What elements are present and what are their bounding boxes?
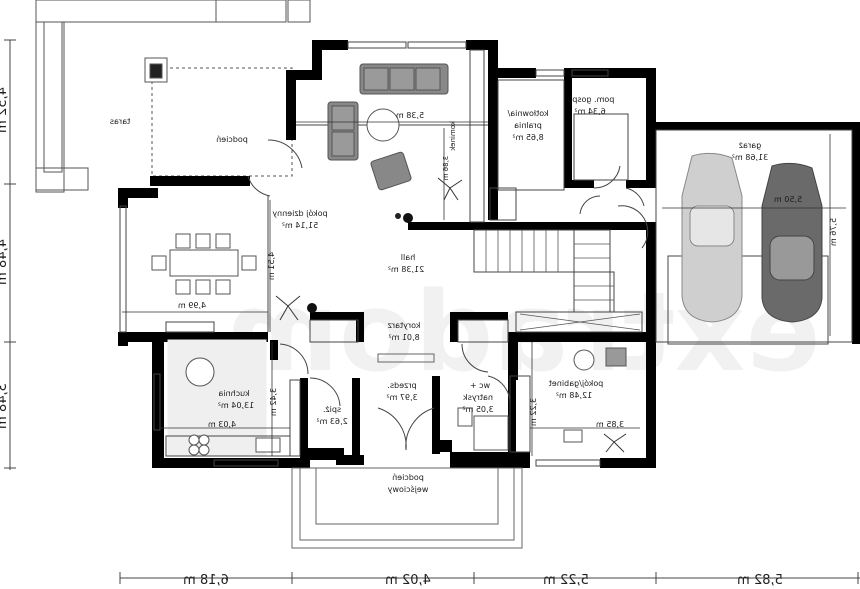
label-pokoj-gabinet-area: 12,48 m² xyxy=(556,391,592,400)
label-pokoj-gabinet: pokój/gabinet xyxy=(549,378,604,388)
car-dark xyxy=(761,162,823,323)
label-wc: wc + xyxy=(470,381,490,390)
dim-bottom-4: 5,82 m xyxy=(737,573,783,588)
dim-bottom-3: 5,22 m xyxy=(543,573,589,588)
label-pokoj-dzienny-area: 51,14 m² xyxy=(282,221,318,230)
label-dim-550: 5,50 m xyxy=(774,195,802,204)
label-dim-322: 3,22 m xyxy=(529,398,538,426)
label-podcien-wej-2: wejściowy xyxy=(387,484,428,494)
label-kominek: kominek xyxy=(449,121,457,152)
label-kuchnia: kuchnia xyxy=(218,389,249,398)
dim-left-2: 4,48 m xyxy=(0,239,10,285)
label-kuchnia-area: 13,04 m² xyxy=(218,401,254,410)
door-swings xyxy=(247,139,649,451)
label-kotlownia-1: kotłownia/ xyxy=(507,109,548,118)
label-pom-gosp-area: 6,34 m² xyxy=(574,107,605,116)
column-dot xyxy=(395,213,401,219)
label-hall: hall xyxy=(401,253,415,262)
car-white xyxy=(681,152,743,323)
label-garaz-area: 31,68 m² xyxy=(732,153,768,162)
plant xyxy=(275,177,627,453)
dim-bottom-1: 6,18 m xyxy=(183,573,229,588)
walls xyxy=(118,40,860,468)
label-spiz: spiż. xyxy=(323,405,341,414)
office-furniture xyxy=(457,347,627,451)
label-przedsionek-area: 3,97 m² xyxy=(386,393,417,402)
stairs xyxy=(485,230,641,331)
label-pom-gosp: pom. gosp. xyxy=(570,95,615,104)
label-przedsionek: przeds. xyxy=(387,381,416,390)
label-kotlownia-area: 8,65 m² xyxy=(512,133,543,142)
label-podcien-top: podcień xyxy=(216,135,248,144)
sofa xyxy=(327,63,449,191)
label-dim-451: 4,51 m xyxy=(267,252,276,280)
labels: taras podcień pokój dzienny 51,14 m² 5,3… xyxy=(0,87,838,588)
label-wc-area: 3,05 m² xyxy=(462,405,493,414)
label-natrysk: natrysk xyxy=(463,393,493,402)
dimension-lines xyxy=(122,121,846,456)
dim-left-3: 3,48 m xyxy=(0,383,10,429)
kitchen-fixtures xyxy=(185,357,281,456)
label-dim-499: 4,99 m xyxy=(178,301,206,310)
label-korytarz: korytarz xyxy=(388,321,421,330)
label-kotlownia-2: pralnia xyxy=(514,121,542,130)
column-dot-3 xyxy=(307,303,317,313)
label-dim-576: 5,76 m xyxy=(829,218,838,246)
label-hall-area: 21,38 m² xyxy=(388,265,424,274)
label-taras: taras xyxy=(110,117,130,126)
outer-dimension-bars xyxy=(4,39,860,584)
label-pokoj-dzienny: pokój dzienny xyxy=(272,208,328,218)
windows-thin-walls xyxy=(119,41,853,467)
dim-left-1: 4,52 m xyxy=(0,87,10,133)
coffee-table xyxy=(366,108,400,142)
label-garaz: garaż xyxy=(739,141,761,150)
label-podcien-wej-1: podcień xyxy=(392,473,424,482)
label-dim-386: 3,86 m xyxy=(442,156,450,181)
entrance-porch xyxy=(291,353,523,549)
label-dim-403: 4,03 m xyxy=(208,420,236,429)
label-dim-538: 5,38 m xyxy=(396,111,424,120)
label-dim-385: 3,85 m xyxy=(596,420,624,429)
label-korytarz-area: 8,01 m² xyxy=(388,333,419,342)
dim-bottom-2: 4,02 m xyxy=(385,573,431,588)
label-spiz-area: 2,63 m² xyxy=(316,417,347,426)
label-dim-342: 3,42 m xyxy=(269,388,278,416)
terrace xyxy=(35,0,311,193)
column-dot-2 xyxy=(403,213,413,223)
dining-table xyxy=(151,233,257,295)
